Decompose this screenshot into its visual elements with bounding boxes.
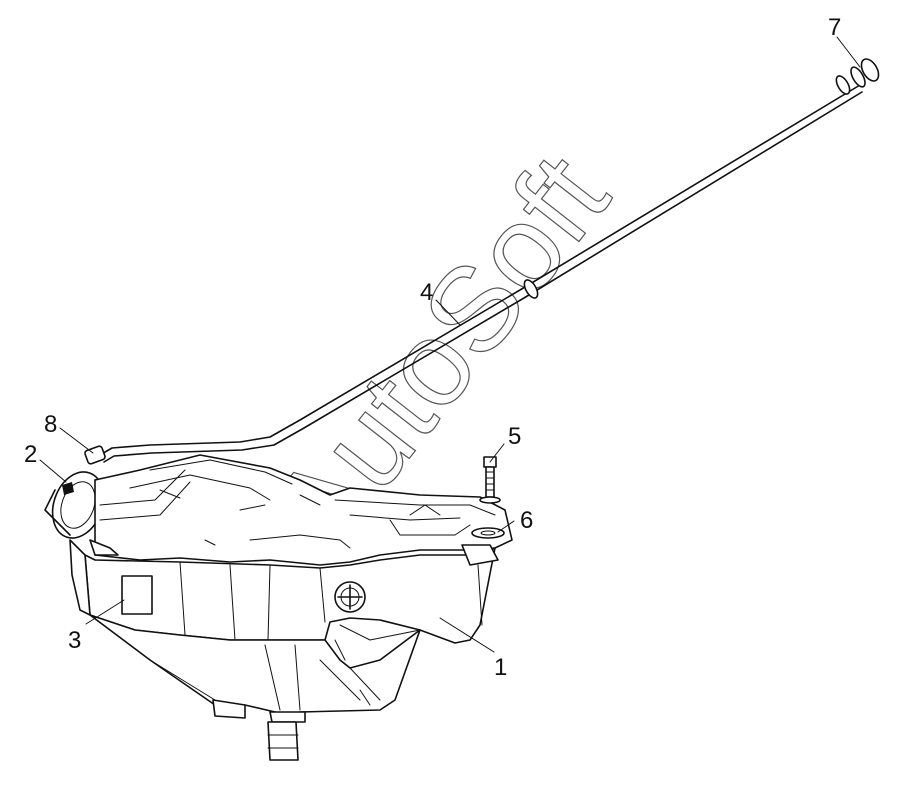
callout-1: 1 (494, 654, 507, 681)
callout-2: 2 (24, 441, 37, 468)
callouts: 7 4 5 6 8 2 3 1 (24, 14, 841, 681)
washer (471, 527, 505, 539)
callout-4: 4 (420, 279, 433, 306)
bolt (479, 456, 501, 504)
callout-8: 8 (44, 411, 57, 438)
callout-7: 7 (828, 14, 841, 41)
hose-tube (84, 58, 880, 465)
tank-body (69, 454, 513, 761)
callout-5: 5 (508, 423, 521, 450)
pump-flange (334, 581, 366, 613)
leader-lines (39, 36, 861, 653)
callout-6: 6 (520, 507, 533, 534)
callout-3: 3 (68, 627, 81, 654)
